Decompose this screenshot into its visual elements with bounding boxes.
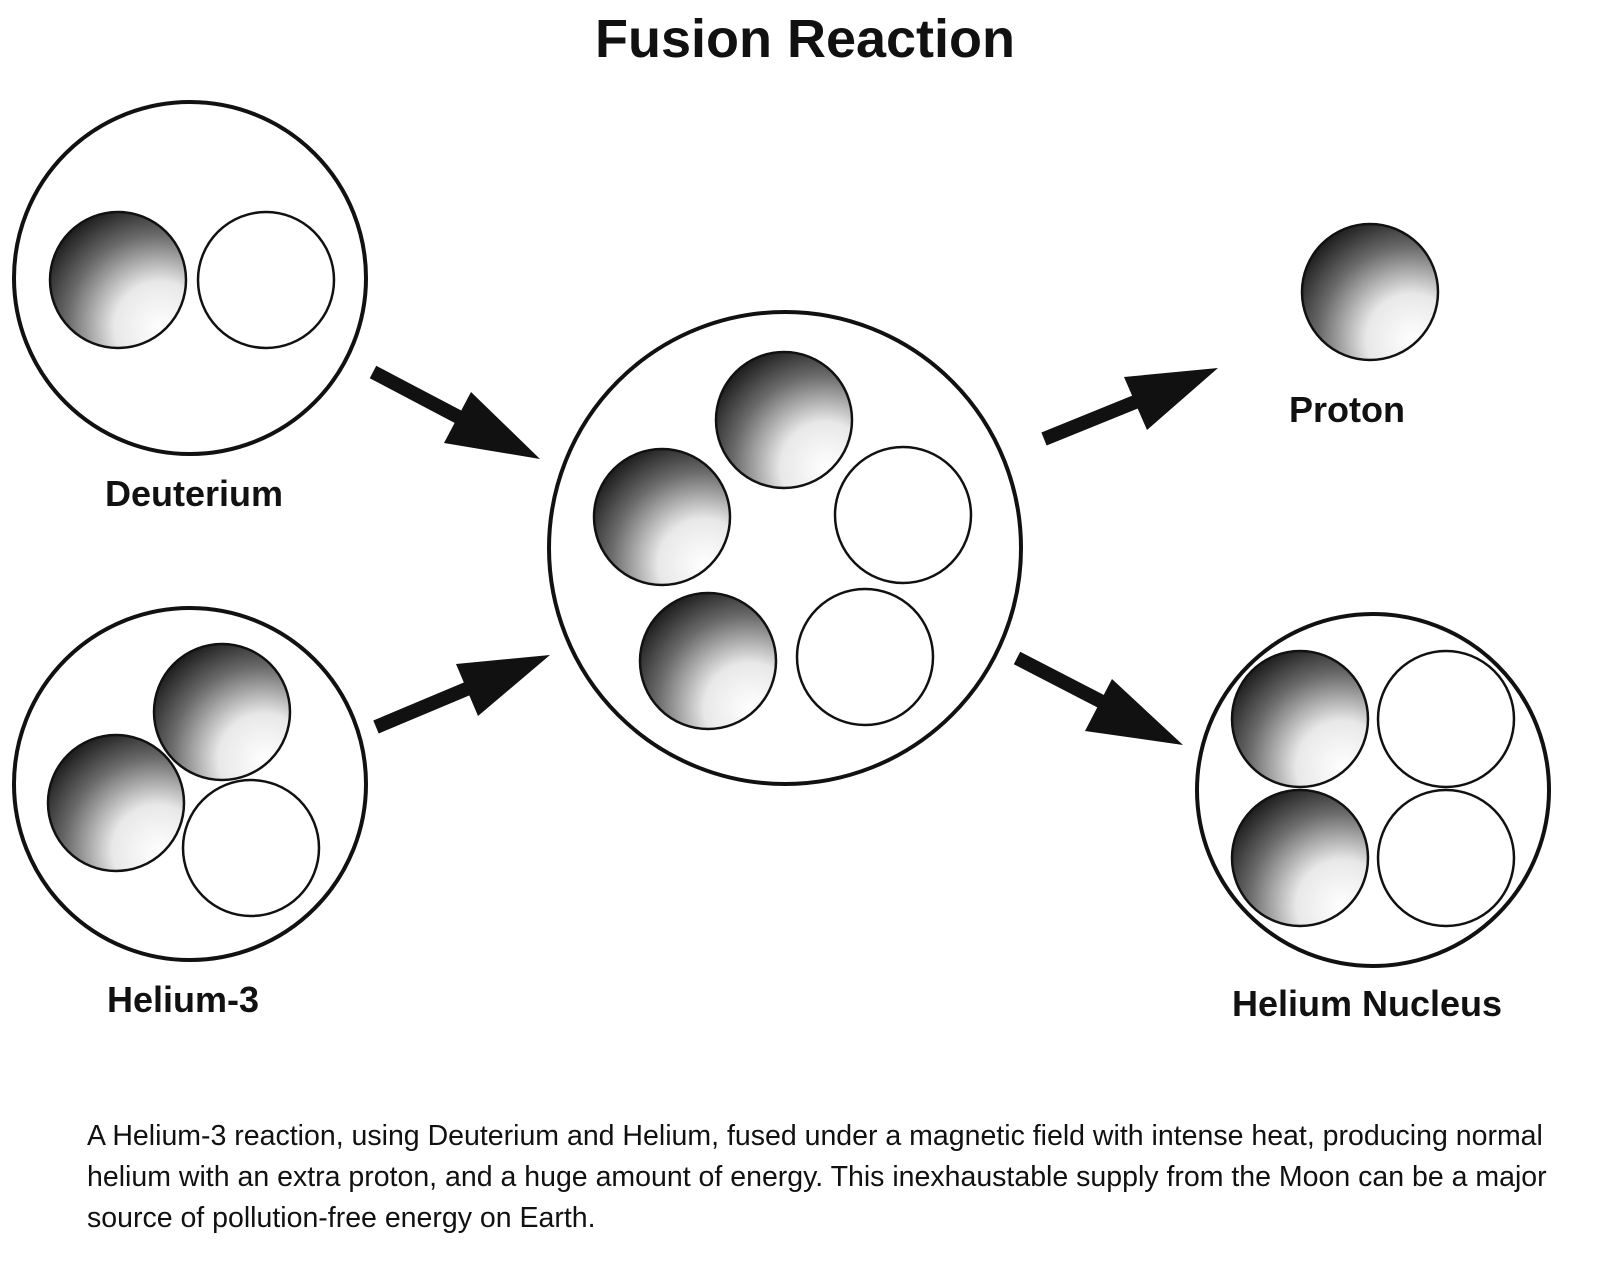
proton-ball <box>1300 222 1440 362</box>
helium3-neutron <box>181 778 321 918</box>
helium-nucleus-proton-top <box>1230 649 1370 789</box>
fused-proton-top <box>714 350 854 490</box>
deuterium-outer-shell <box>12 100 368 456</box>
fused-neutron-bottom <box>795 587 935 727</box>
diagram-caption: A Helium-3 reaction, using Deuterium and… <box>87 1120 1547 1234</box>
helium-nucleus-neutron-top <box>1376 649 1516 789</box>
deuterium-atom <box>12 100 368 456</box>
fused-proton-left <box>592 447 732 587</box>
helium3-proton-left <box>46 733 186 873</box>
helium3-proton-top <box>152 642 292 782</box>
diagram-title: Fusion Reaction <box>595 9 1015 69</box>
deuterium-proton <box>48 210 188 350</box>
deuterium-neutron <box>196 210 336 350</box>
arrow-fused-to-proton <box>1041 368 1218 446</box>
arrow-helium3-to-fused <box>373 655 550 734</box>
helium-nucleus-outer-shell <box>1195 612 1551 968</box>
helium3-label: Helium-3 <box>107 979 259 1020</box>
helium-nucleus <box>1195 612 1551 968</box>
arrow-deuterium-to-fused <box>369 365 540 459</box>
fused-nucleus <box>547 310 1023 786</box>
helium-nucleus-neutron-bottom <box>1376 788 1516 928</box>
deuterium-label: Deuterium <box>105 473 283 514</box>
fused-neutron-right <box>833 445 973 585</box>
helium-nucleus-label: Helium Nucleus <box>1232 983 1502 1024</box>
helium3-atom <box>12 606 368 962</box>
proton-label: Proton <box>1289 389 1405 430</box>
proton-particle <box>1300 222 1440 362</box>
helium-nucleus-proton-bottom <box>1230 788 1370 928</box>
fused-proton-bottom <box>638 591 778 731</box>
arrow-fused-to-helium-nucleus <box>1013 651 1183 745</box>
